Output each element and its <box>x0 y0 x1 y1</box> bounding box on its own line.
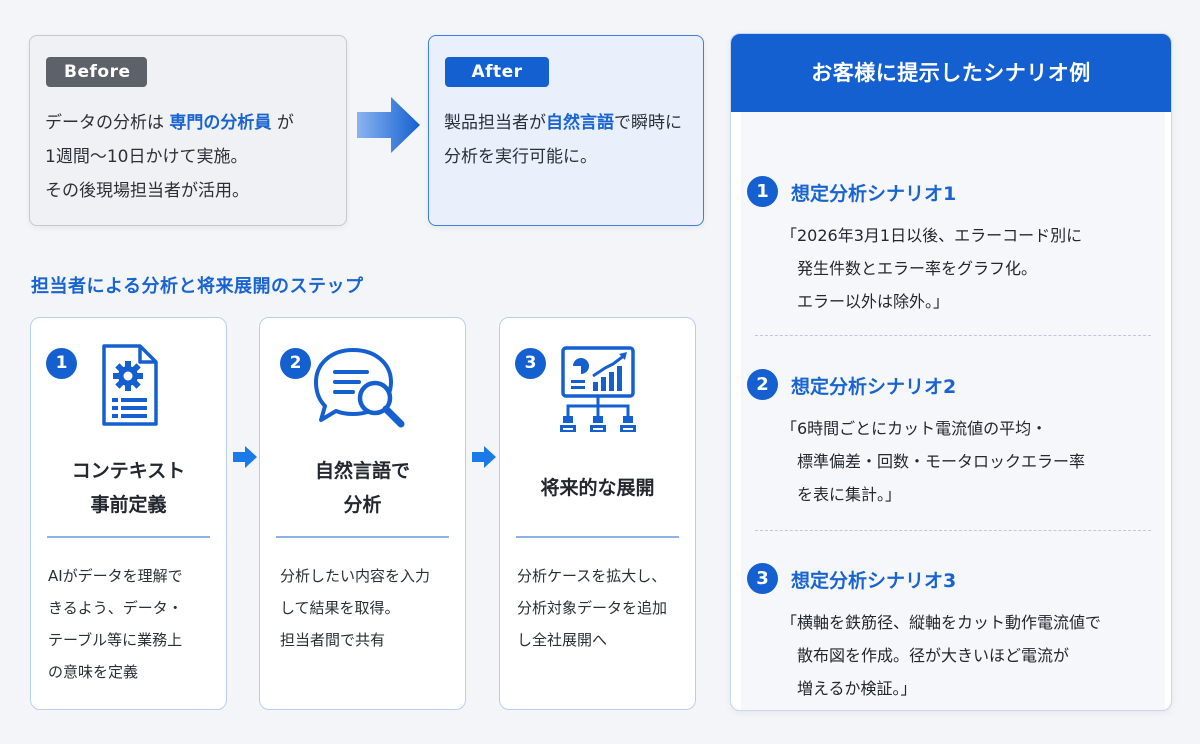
after-line-2: 分析を実行可能に。 <box>444 147 597 167</box>
after-text: 製品担当者が自然言語で瞬時に 分析を実行可能に。 <box>444 106 693 174</box>
step-title-2: 自然言語で 分析 <box>314 460 410 516</box>
scenario-divider-1 <box>755 335 1151 336</box>
step-number-3: 3 <box>515 348 546 379</box>
step-desc-2: 分析したい内容を入力 して結果を取得。 担当者間で共有 <box>280 567 431 649</box>
step-title-1: コンテキスト 事前定義 <box>71 460 186 516</box>
before-line-2: 1週間〜10日かけて実施。 <box>45 147 248 167</box>
step-card-2: 2 自然言語で 分析 分析したい内容を入力 して結果を取得。 担当者間で共有 <box>259 317 466 710</box>
scenario-panel-title: お客様に提示したシナリオ例 <box>731 34 1171 112</box>
scenario-quote-1: 「2026年3月1日以後、エラーコード別に 発生件数とエラー率をグラフ化。 エラ… <box>781 226 1083 311</box>
scenario-quote-2: 「6時間ごとにカット電流値の平均・ 標準偏差・回数・モータロックエラー率 を表に… <box>781 419 1086 504</box>
scenario-number-1: 1 <box>747 176 778 207</box>
after-line-1-a: 製品担当者が <box>444 113 546 133</box>
step-arrow-icon-2 <box>472 446 496 468</box>
scenario-list: 1 想定分析シナリオ1 「2026年3月1日以後、エラーコード別に 発生件数とエ… <box>741 112 1165 710</box>
step-desc-1: AIがデータを理解で きるよう、データ・ テーブル等に業務上 の意味を定義 <box>48 567 183 681</box>
after-line-1-b: で瞬時に <box>614 113 682 133</box>
dashboard-network-icon <box>559 346 636 432</box>
scenario-divider-2 <box>755 530 1151 531</box>
before-tag: Before <box>46 57 147 87</box>
scenario-title-3: 想定分析シナリオ3 <box>791 570 957 592</box>
step-arrow-icon-1 <box>233 446 257 468</box>
right-arrow-icon <box>357 97 420 153</box>
after-highlight: 自然言語 <box>546 113 614 133</box>
before-line-1-b: が <box>276 113 294 133</box>
step-divider-1 <box>47 536 210 538</box>
after-card: After 製品担当者が自然言語で瞬時に 分析を実行可能に。 <box>428 35 704 226</box>
step-card-3: 3 将来的な展開 分析ケースを拡大し、 分析対象データを追加 し全社展開へ <box>499 317 696 710</box>
step-desc-3: 分析ケースを拡大し、 分析対象データを追加 し全社展開へ <box>517 567 668 649</box>
scenario-number-3: 3 <box>747 563 778 594</box>
step-number-2: 2 <box>280 348 311 379</box>
scenario-number-2: 2 <box>747 369 778 400</box>
scenario-title-2: 想定分析シナリオ2 <box>791 376 957 398</box>
before-text: データの分析は 専門の分析員 が 1週間〜10日かけて実施。 その後現場担当者が… <box>45 106 336 208</box>
section-title: 担当者による分析と将来展開のステップ <box>31 276 364 297</box>
step-title-3: 将来的な展開 <box>540 477 655 499</box>
before-line-3: その後現場担当者が活用。 <box>45 181 249 201</box>
scenario-title-1: 想定分析シナリオ1 <box>791 183 957 205</box>
scenario-panel: お客様に提示したシナリオ例 1 想定分析シナリオ1 「2026年3月1日以後、エ… <box>730 33 1172 711</box>
before-line-1: データの分析は 専門の分析員 が <box>45 106 336 140</box>
after-tag: After <box>445 57 549 87</box>
document-gear-icon <box>101 344 158 426</box>
before-highlight: 専門の分析員 <box>169 113 272 133</box>
scenario-quote-3: 「横軸を鉄筋径、縦軸をカット動作電流値で 散布図を作成。径が大きいほど電流が 増… <box>781 613 1102 698</box>
step-number-1: 1 <box>46 348 77 379</box>
before-line-1-a: データの分析は <box>45 113 164 133</box>
after-line-1: 製品担当者が自然言語で瞬時に <box>444 106 693 140</box>
step-divider-2 <box>276 536 449 538</box>
before-card: Before データの分析は 専門の分析員 が 1週間〜10日かけて実施。 その… <box>29 35 347 226</box>
chat-search-icon <box>313 348 404 428</box>
step-divider-3 <box>516 536 679 538</box>
step-card-1: 1 コンテキスト 事前定義 AIがデータを理解で きるよう、データ・ テ <box>30 317 227 710</box>
